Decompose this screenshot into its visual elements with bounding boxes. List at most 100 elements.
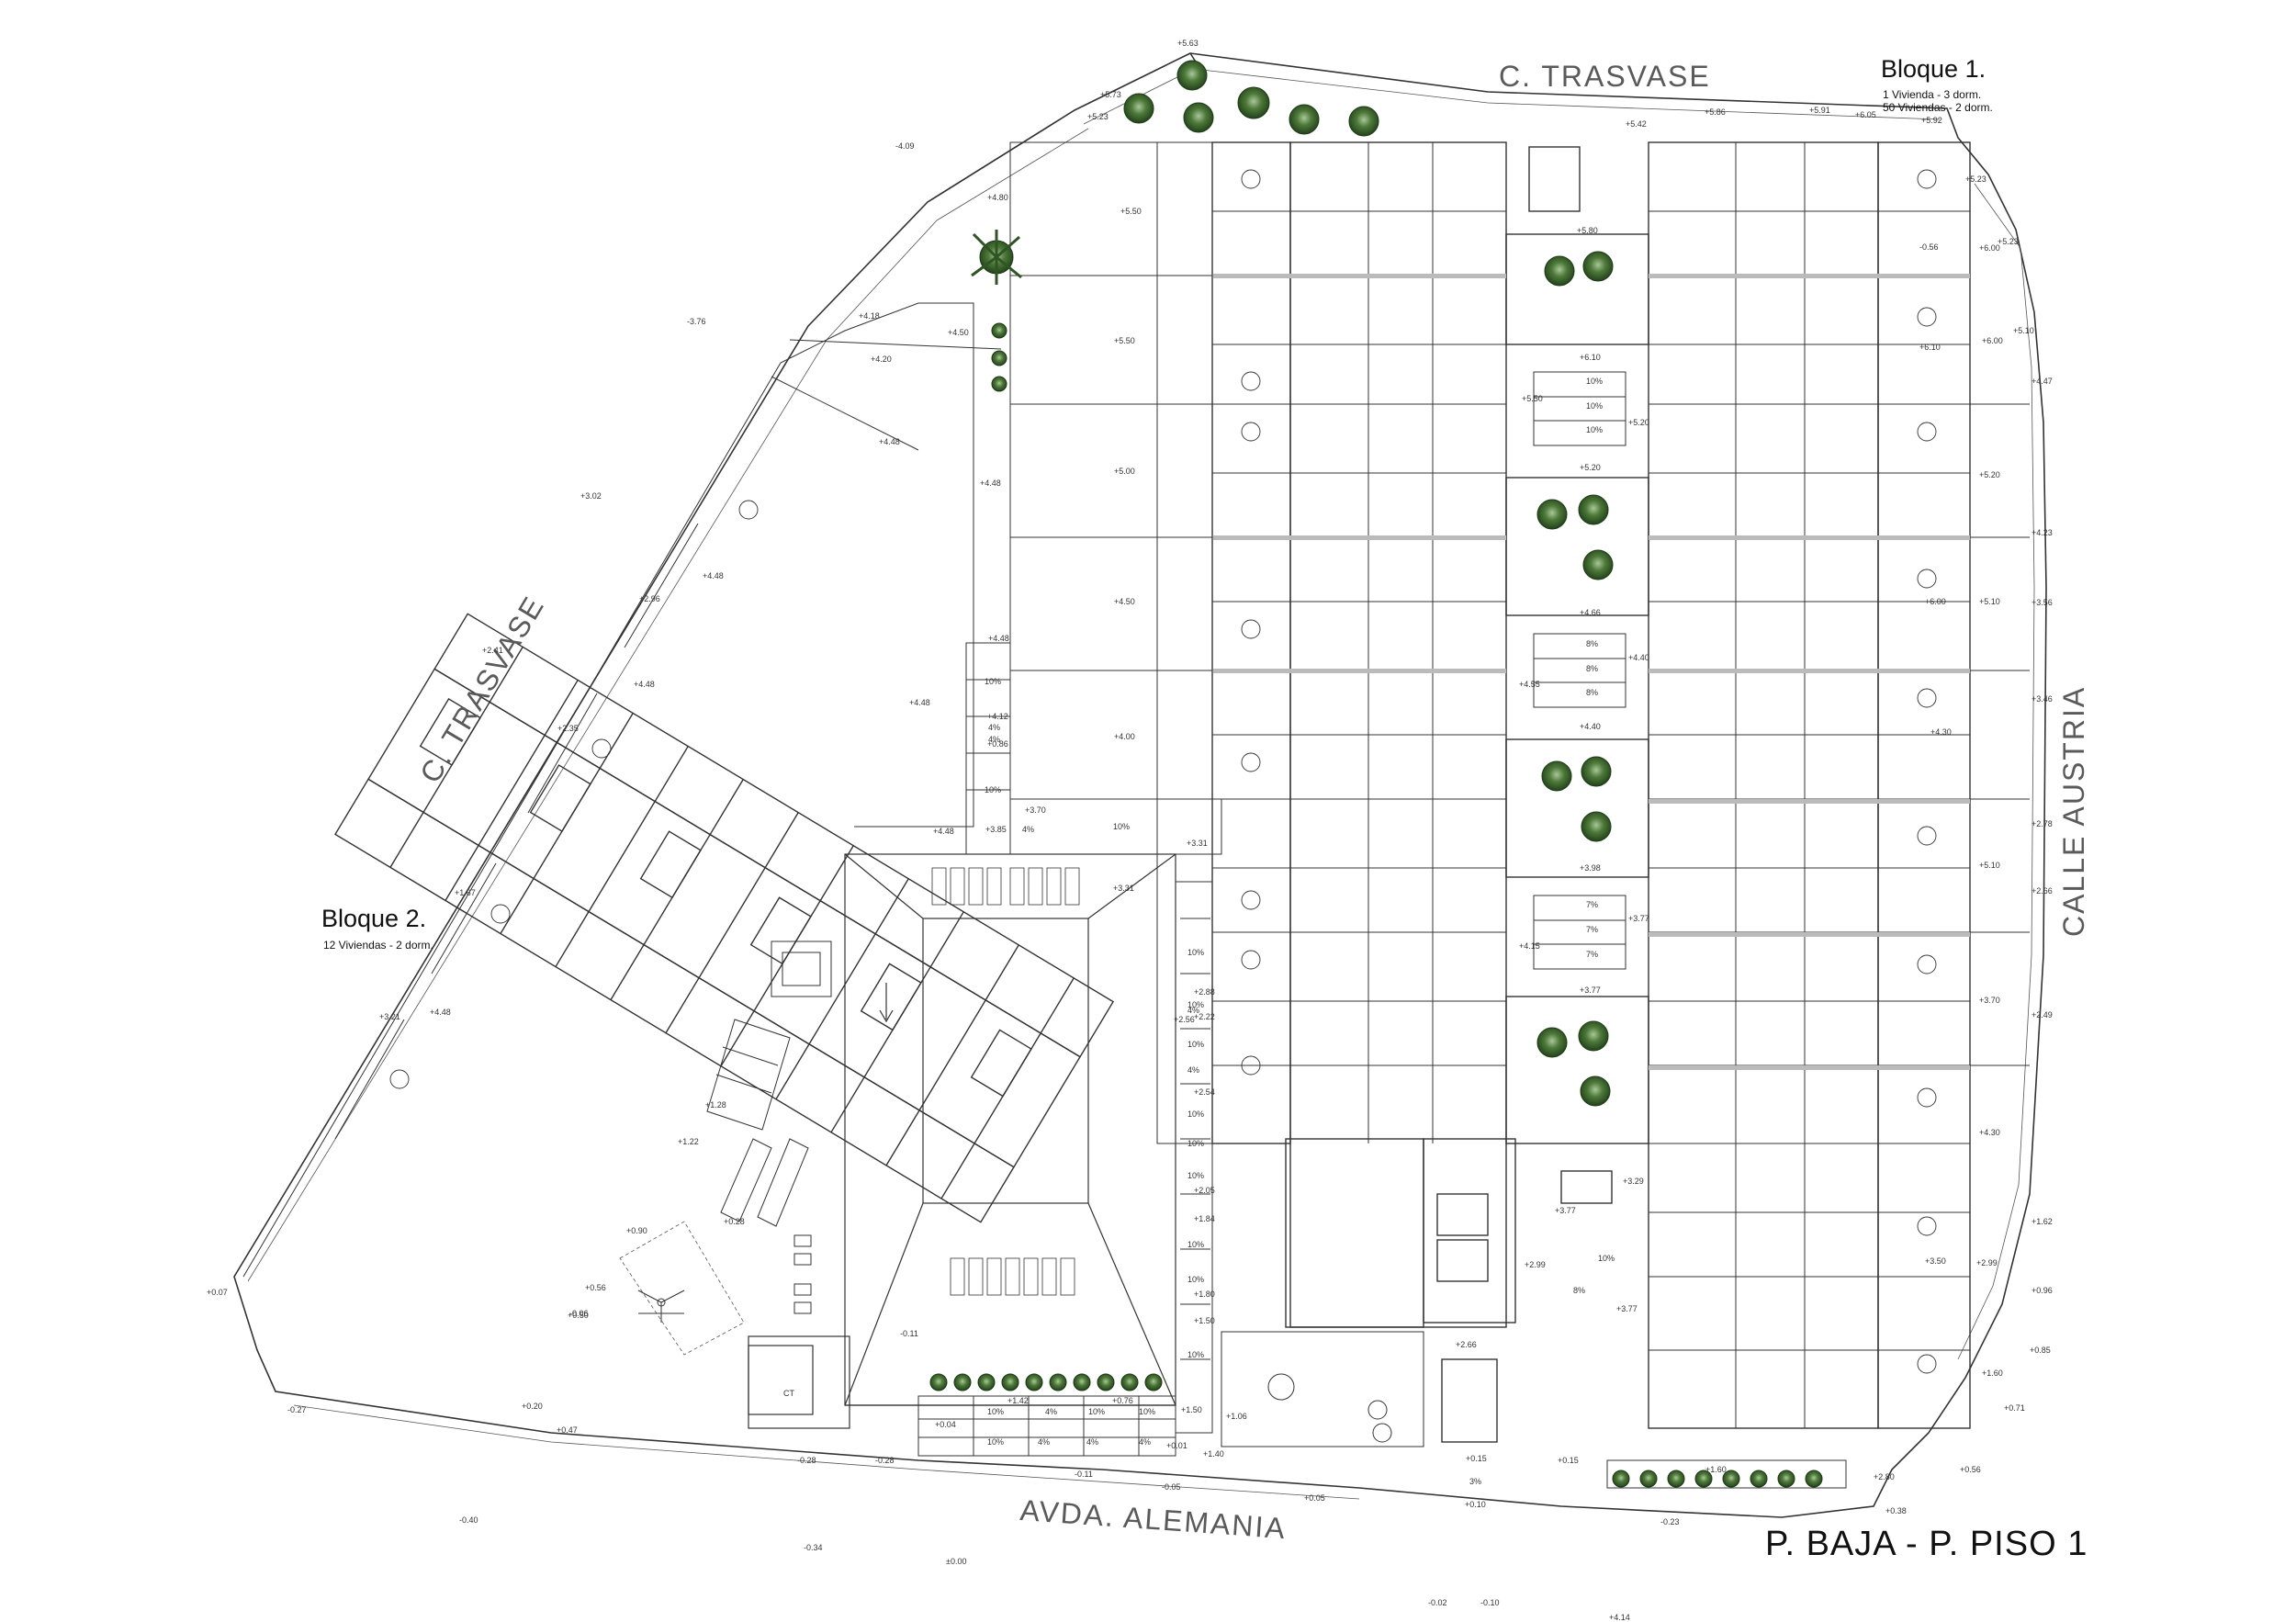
level-label: +3.31 <box>1187 839 1208 848</box>
level-label: +1.60 <box>1982 1369 2003 1378</box>
level-label: +4.50 <box>948 328 969 337</box>
level-label: +3.21 <box>379 1012 400 1021</box>
slope-label: 10% <box>1187 1350 1205 1359</box>
bloque1-line-2: 50 Viviendas - 2 dorm. <box>1883 101 1993 114</box>
corridor-bands <box>1212 274 1970 1070</box>
slope-label: 7% <box>1586 900 1599 909</box>
sheet-title: P. BAJA - P. PISO 1 <box>1765 1525 2088 1563</box>
level-label: +2.99 <box>1976 1258 1998 1267</box>
level-label: +4.48 <box>430 1008 451 1017</box>
level-label: -0.27 <box>287 1405 307 1414</box>
playground <box>619 1221 745 1356</box>
level-label: +3.29 <box>1623 1177 1644 1186</box>
level-label: -0.10 <box>1480 1598 1500 1607</box>
level-label: +2.35 <box>557 724 579 733</box>
level-label: +4.50 <box>1114 597 1135 606</box>
level-label: +5.10 <box>1979 597 2000 606</box>
level-label: +4.55 <box>1519 680 1540 689</box>
level-label: +0.76 <box>1112 1396 1133 1405</box>
level-label: +5.10 <box>2013 326 2034 335</box>
level-label: +0.56 <box>585 1283 606 1292</box>
level-label: +3.77 <box>1616 1304 1638 1313</box>
level-label: +4.48 <box>879 437 900 446</box>
slope-label: 10% <box>1113 822 1131 831</box>
level-label: +2.88 <box>1194 987 1215 997</box>
slope-label: 4% <box>1187 1065 1200 1075</box>
level-label: -0.06 <box>569 1309 589 1318</box>
slope-label: 10% <box>1139 1407 1156 1416</box>
level-label: +2.05 <box>1194 1186 1215 1195</box>
level-label: +4.80 <box>987 193 1008 202</box>
level-label: +6.00 <box>1925 597 1946 606</box>
level-label: +5.86 <box>1705 107 1726 117</box>
level-label: +5.73 <box>1100 90 1121 99</box>
bloque1-line-1: 1 Vivienda - 3 dorm. <box>1883 88 1982 101</box>
sidewalk-lines <box>247 68 2035 1500</box>
slope-label: 4% <box>1045 1407 1058 1416</box>
level-label: +4.30 <box>1979 1128 2000 1137</box>
slope-label: 10% <box>1586 425 1604 434</box>
level-label: +3.98 <box>1580 863 1601 873</box>
level-label: +2.66 <box>1456 1340 1477 1349</box>
level-label: +5.42 <box>1626 119 1647 129</box>
level-label: +5.50 <box>1114 336 1135 345</box>
south-terrace <box>1221 1331 1847 1489</box>
level-label: +1.42 <box>1007 1396 1029 1405</box>
level-label: -0.28 <box>797 1456 816 1465</box>
level-label: +1.80 <box>1194 1290 1215 1299</box>
slope-label: 10% <box>1187 1171 1205 1180</box>
level-label: +0.20 <box>522 1402 543 1411</box>
slope-label: 10% <box>1586 377 1604 386</box>
level-label: +4.66 <box>1580 608 1601 617</box>
level-label: +3.77 <box>1580 986 1601 995</box>
level-label: +0.96 <box>2032 1286 2053 1295</box>
level-label: +4.15 <box>1519 941 1540 951</box>
level-label: +3.77 <box>1628 914 1649 923</box>
level-label: +1.22 <box>678 1137 699 1146</box>
level-label: +5.92 <box>1921 116 1942 125</box>
slope-label: 8% <box>1586 639 1599 648</box>
level-label: +0.50 <box>568 1311 589 1320</box>
slope-label: 10% <box>985 785 1002 794</box>
level-label: +4.14 <box>1609 1613 1630 1622</box>
level-label: +0.86 <box>987 739 1008 749</box>
level-label: +1.60 <box>1705 1465 1727 1474</box>
slope-label: 7% <box>1586 950 1599 959</box>
level-label: +1.40 <box>1203 1449 1224 1459</box>
bloque2-gardens <box>242 302 1002 1278</box>
level-label: +2.78 <box>2032 819 2053 828</box>
level-label: +1.67 <box>455 888 476 897</box>
level-label: -0.23 <box>1660 1517 1680 1526</box>
level-label: -0.11 <box>900 1329 918 1338</box>
level-label: -0.05 <box>1162 1482 1181 1492</box>
bloque1-building <box>1211 141 1971 1443</box>
level-label: +4.40 <box>1580 722 1601 731</box>
level-label: +2.66 <box>2032 886 2053 895</box>
level-label: +5.23 <box>1965 175 1986 184</box>
level-label: +5.23 <box>1998 237 2019 246</box>
slope-label: 10% <box>1187 1240 1205 1249</box>
level-label: +0.85 <box>2030 1346 2051 1355</box>
slope-label: 7% <box>1586 925 1599 934</box>
level-label: +0.05 <box>1304 1493 1325 1503</box>
level-label: +2.96 <box>639 594 660 603</box>
level-label: +2.56 <box>1174 1015 1195 1024</box>
slope-label: 4% <box>1139 1437 1152 1447</box>
slope-label: 10% <box>1586 401 1604 411</box>
slope-label: 8% <box>1586 688 1599 697</box>
level-label: +0.71 <box>2004 1403 2025 1413</box>
level-label: +0.28 <box>724 1217 745 1226</box>
slope-label: 10% <box>987 1407 1005 1416</box>
ct-box <box>748 1335 850 1429</box>
level-label: +6.10 <box>1580 353 1601 362</box>
level-label: ±0.00 <box>946 1557 967 1566</box>
palm-tree <box>971 230 1022 285</box>
level-label: +4.48 <box>909 698 930 707</box>
level-label: -0.11 <box>1075 1470 1093 1479</box>
slope-label: 10% <box>987 1437 1005 1447</box>
ramps-pool-side <box>917 642 1222 1457</box>
street-label-north: C. TRASVASE <box>1499 60 1711 93</box>
level-label: +1.50 <box>1194 1316 1215 1325</box>
level-label: +0.07 <box>207 1288 228 1297</box>
level-label: +0.04 <box>935 1420 956 1429</box>
